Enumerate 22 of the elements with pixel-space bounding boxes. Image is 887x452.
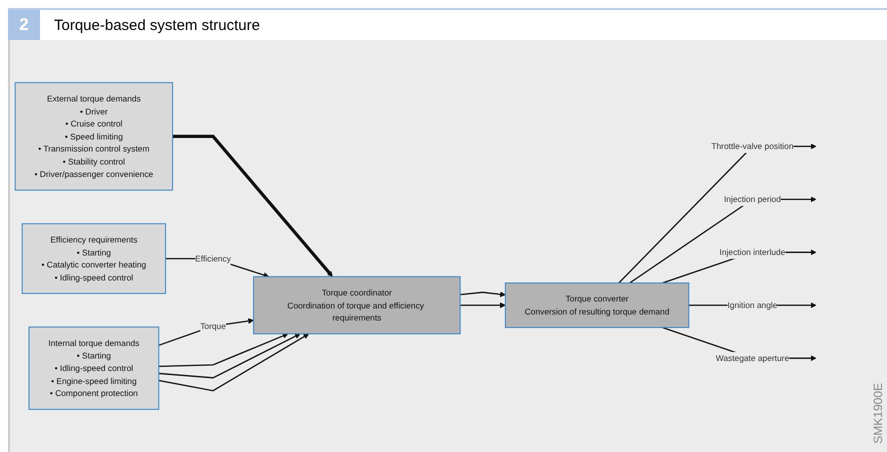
node-box: Torque coordinator Coordination of torque and efficiency requirements xyxy=(253,276,461,334)
arrow xyxy=(460,291,506,298)
edge-label: Wastegate aperture xyxy=(716,353,790,363)
edge-label: Throttle-valve position xyxy=(711,141,794,152)
diagram-title: Torque-based system structure xyxy=(53,16,260,36)
edge-label: Torque xyxy=(200,321,226,331)
figure-code: SMK1900E xyxy=(871,383,885,444)
arrow xyxy=(158,334,300,378)
arrow xyxy=(172,134,333,277)
edge-label: Ignition angle xyxy=(727,300,778,310)
edge-label: Injection period xyxy=(724,194,781,204)
node-box: Torque converter Conversion of resulting torque demand xyxy=(504,282,690,328)
arrow xyxy=(158,334,310,392)
node-box: Internal torque demands • Starting • Idling-speed control • Engine-speed limiting • Component protection xyxy=(28,326,160,410)
node-box: External torque demands • Driver • Cruise control • Speed limiting • Transmission control system • Stability control • Driver/passenger convenience xyxy=(14,82,174,191)
figure-number: 2 xyxy=(8,10,40,40)
arrow xyxy=(158,333,288,368)
arrow xyxy=(158,318,254,346)
arrow xyxy=(460,302,506,308)
node-box: Efficiency requirements • Starting • Catalytic converter heating • Idling-speed control xyxy=(22,223,166,294)
edge-label: Efficiency xyxy=(195,254,231,264)
edge-label: Injection interlude xyxy=(720,247,786,257)
